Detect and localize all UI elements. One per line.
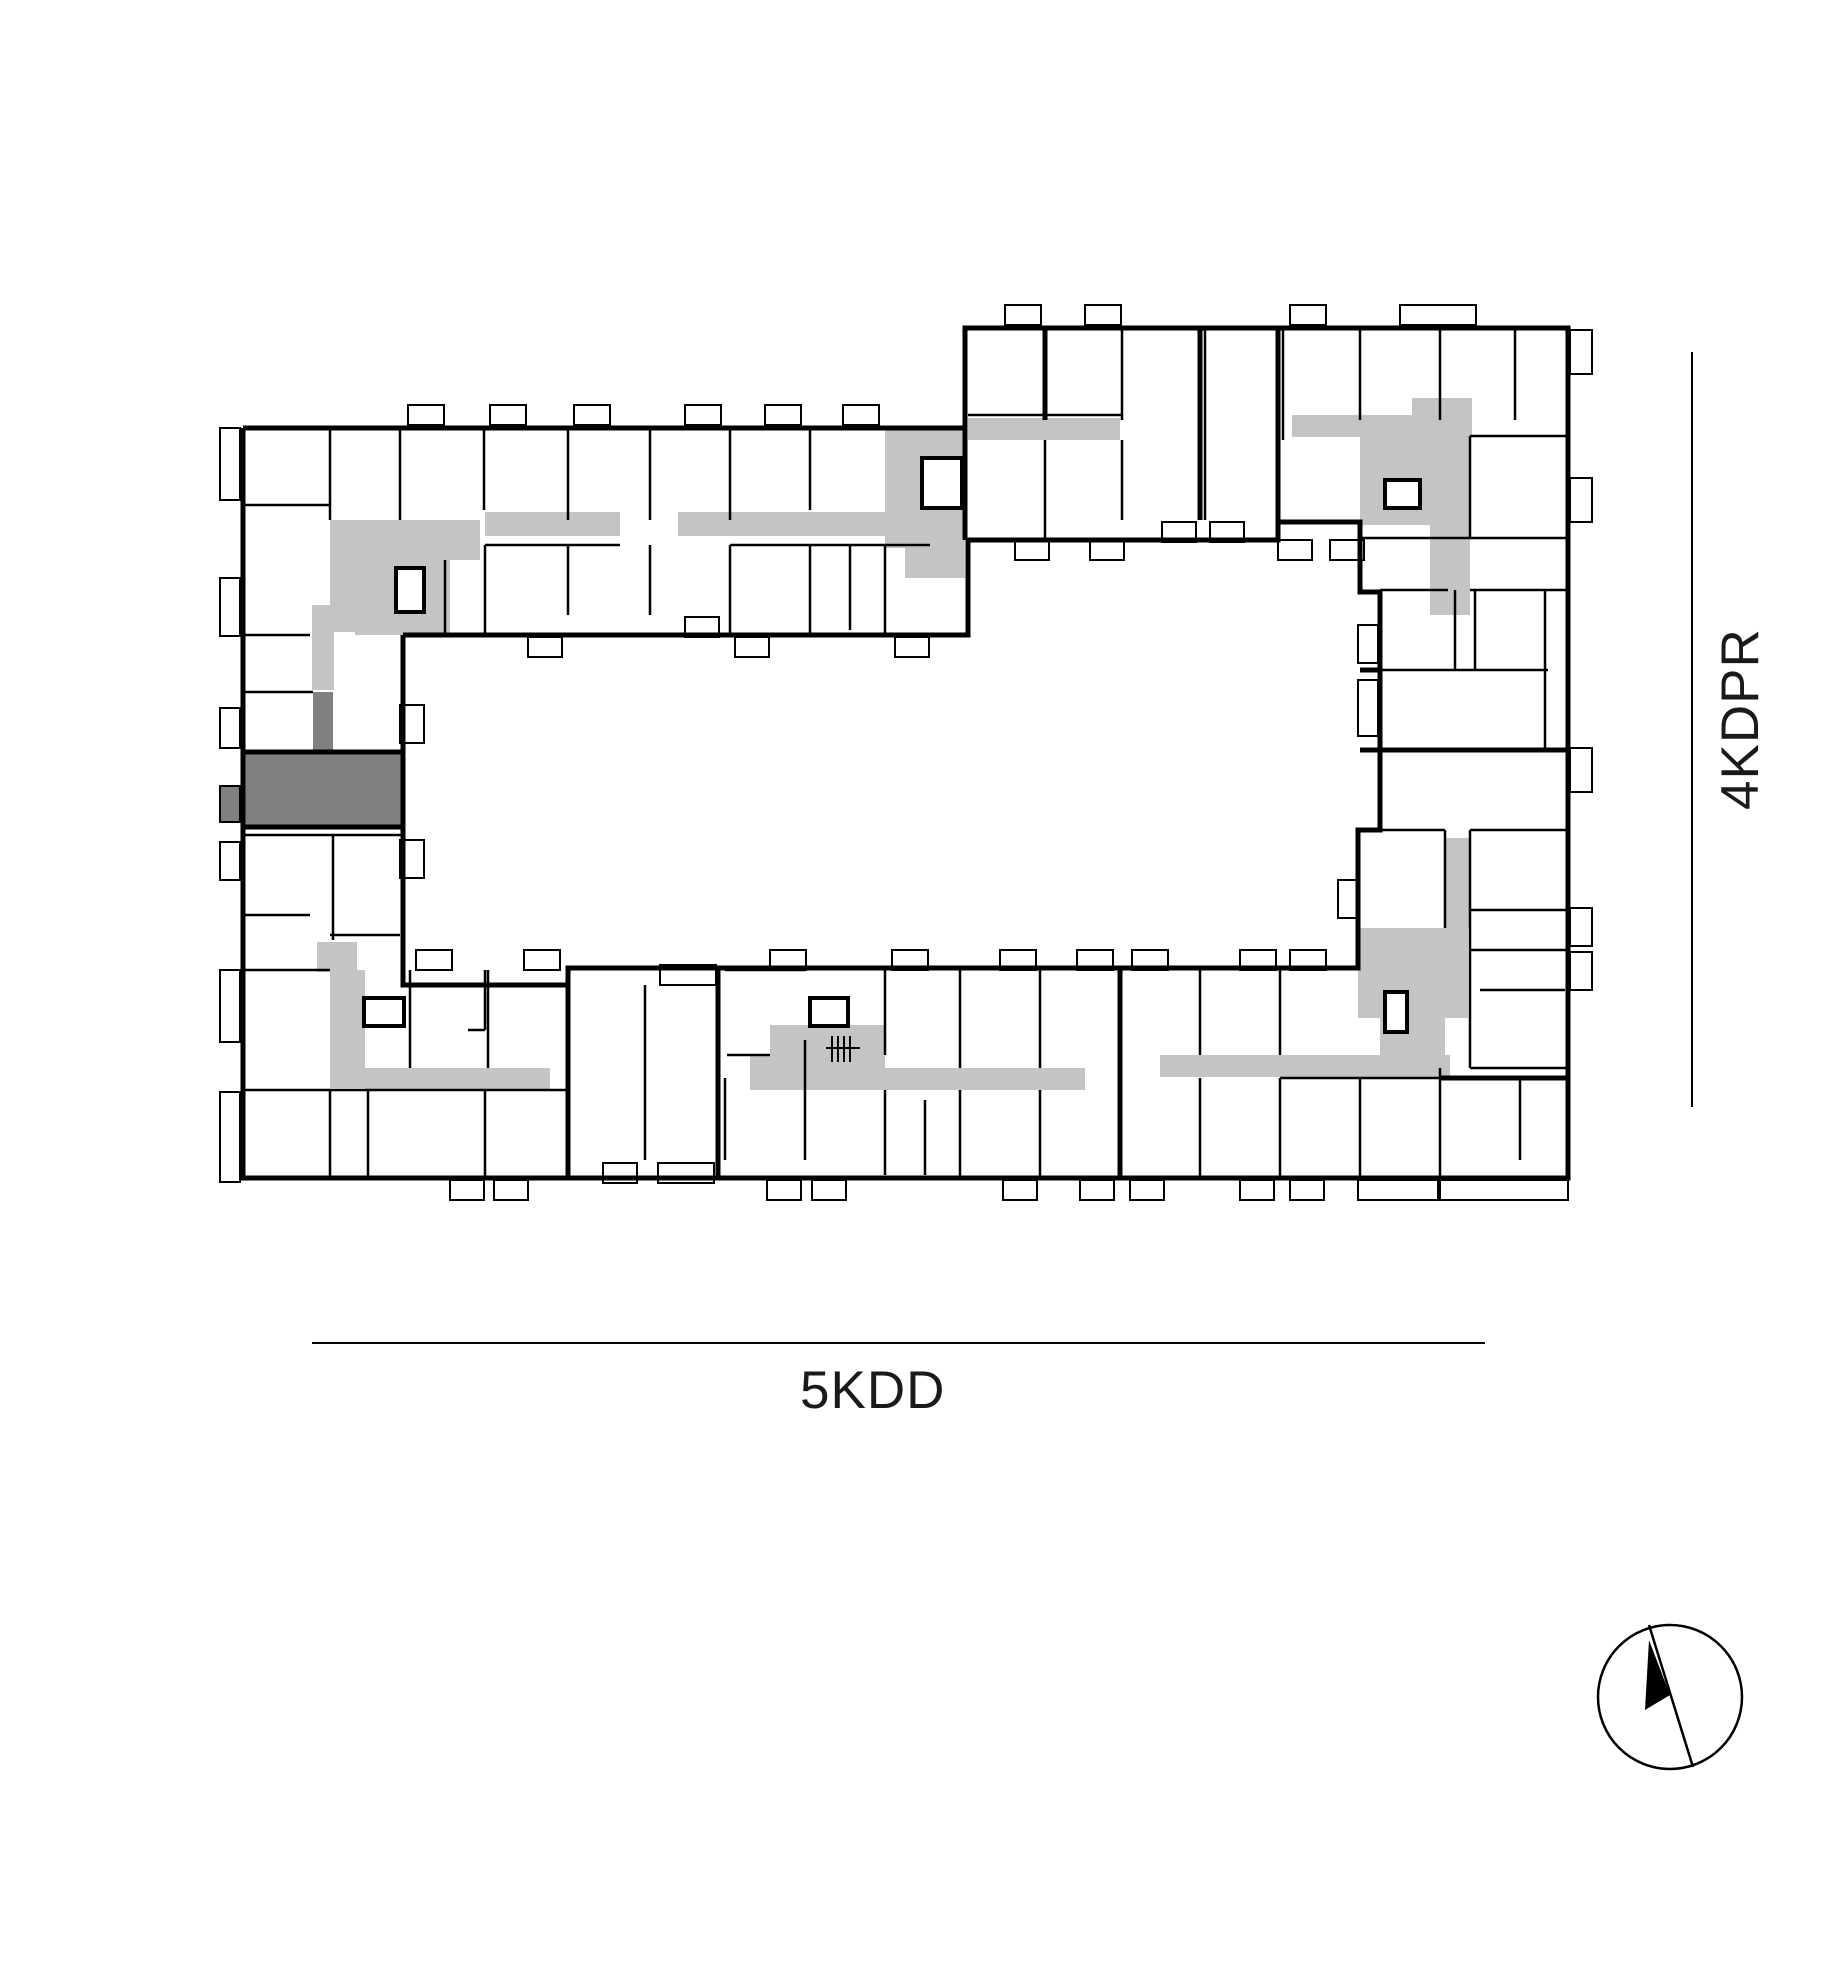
corridors: [312, 398, 1472, 1090]
core-rooms: [362, 456, 1422, 1034]
highlighted-unit: [219, 692, 403, 827]
north-arrow-icon: [1596, 1623, 1744, 1771]
street-label-right: 4KDPR: [1711, 628, 1770, 810]
exterior-walls: [240, 325, 1571, 1181]
stair-icon: [826, 1036, 860, 1062]
street-label-bottom: 5KDD: [800, 1361, 946, 1420]
